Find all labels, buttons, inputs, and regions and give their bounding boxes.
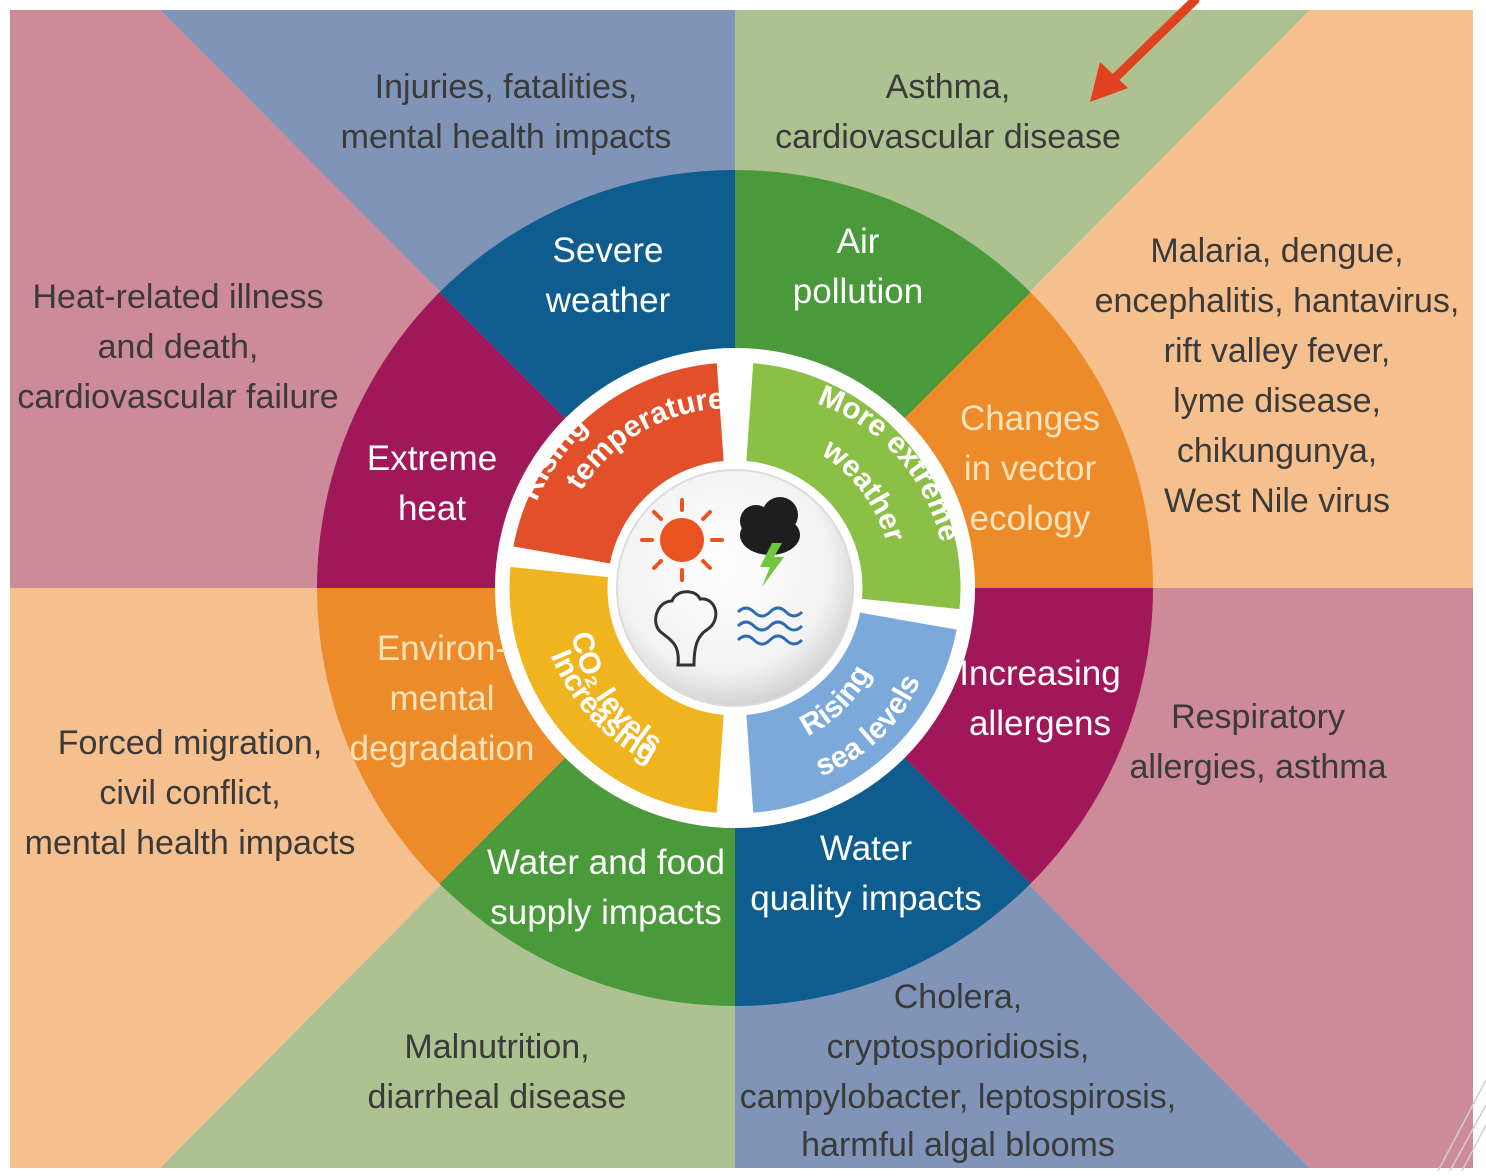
respiratory-label-2: allergies, asthma: [1129, 748, 1386, 786]
severe-weather-label-2: weather: [545, 281, 671, 320]
cholera-label-1: Cholera,: [894, 978, 1023, 1016]
extreme-heat-label-2: heat: [398, 489, 466, 528]
vector-disease-label-3: rift valley fever,: [1164, 332, 1391, 370]
injuries-label-2: mental health impacts: [341, 118, 672, 156]
ring-segment-air-pollution: [735, 170, 1031, 419]
driver-more-extreme-weather-arrow: [741, 357, 966, 615]
ring-segment-extreme-heat: [317, 292, 566, 588]
storm-cloud-icon: [740, 497, 800, 587]
migration-label-2: civil conflict,: [99, 774, 280, 812]
severe-weather-label-1: Severe: [553, 231, 664, 270]
sun-icon: [640, 498, 724, 582]
water-food-label-2: supply impacts: [490, 893, 721, 932]
driver-cycle: [504, 357, 966, 819]
allergens-label-2: allergens: [969, 704, 1111, 743]
environmental-label-2: mental: [389, 679, 494, 718]
annotation-arrow: [1090, 0, 1200, 102]
ring-labels: Severe weather Air pollution Changes in …: [350, 222, 1121, 932]
malnutrition-label-2: diarrheal disease: [368, 1078, 627, 1116]
ring-segment-vector-ecology: [904, 292, 1153, 588]
respiratory-label-1: Respiratory: [1171, 698, 1345, 736]
migration-label-3: mental health impacts: [25, 824, 356, 862]
vector-disease-label-4: lyme disease,: [1173, 382, 1381, 420]
vector-disease-label-5: chikungunya,: [1177, 432, 1377, 470]
vector-ecology-label-2: in vector: [964, 449, 1097, 488]
vector-disease-label-2: encephalitis, hantavirus,: [1095, 282, 1460, 320]
slide-corner-lines: [1437, 1079, 1486, 1172]
ring-segment-severe-weather: [439, 170, 735, 419]
heat-illness-label-1: Heat-related illness: [32, 278, 323, 316]
driver-rising-temperatures-arrow: [507, 357, 729, 570]
heat-illness-label-3: cardiovascular failure: [17, 378, 338, 416]
asthma-label-2: cardiovascular disease: [775, 118, 1121, 156]
vector-ecology-label-3: ecology: [970, 499, 1091, 538]
cholera-label-4: harmful algal blooms: [801, 1126, 1115, 1164]
ring-segment-water-quality: [735, 757, 1031, 1006]
waves-icon: [736, 606, 804, 646]
water-food-label-1: Water and food: [487, 843, 725, 882]
air-pollution-label-2: pollution: [793, 272, 923, 311]
water-quality-label-1: Water: [820, 829, 912, 868]
vector-disease-label-6: West Nile virus: [1164, 482, 1390, 520]
vector-ecology-label-1: Changes: [960, 399, 1100, 438]
center-circle: [616, 469, 854, 707]
driver-rising-sea-levels-arrow: [741, 606, 963, 819]
malnutrition-label-1: Malnutrition,: [404, 1028, 589, 1066]
cholera-label-3: campylobacter, leptospirosis,: [740, 1078, 1177, 1116]
ring-segment-allergens: [904, 588, 1153, 884]
impact-ring: [317, 170, 1153, 1006]
ring-segment-water-food: [439, 757, 735, 1006]
allergens-label-1: Increasing: [959, 654, 1120, 693]
injuries-label-1: Injuries, fatalities,: [375, 68, 638, 106]
vector-disease-label-1: Malaria, dengue,: [1150, 232, 1403, 270]
driver-increasing-co2-arrow: [504, 561, 729, 819]
ring-segment-environmental-degradation: [317, 588, 566, 884]
environmental-label-1: Environ-: [377, 629, 507, 668]
extreme-heat-label-1: Extreme: [367, 439, 497, 478]
smoke-plume-icon: [654, 590, 718, 667]
asthma-label-1: Asthma,: [886, 68, 1011, 106]
environmental-label-3: degradation: [350, 729, 535, 768]
water-quality-label-2: quality impacts: [750, 879, 981, 918]
air-pollution-label-1: Air: [837, 222, 880, 261]
cholera-label-2: cryptosporidiosis,: [827, 1028, 1090, 1066]
impact-labels: Injuries, fatalities, mental health impa…: [17, 68, 1459, 1164]
heat-illness-label-2: and death,: [98, 328, 259, 366]
migration-label-1: Forced migration,: [58, 724, 323, 762]
